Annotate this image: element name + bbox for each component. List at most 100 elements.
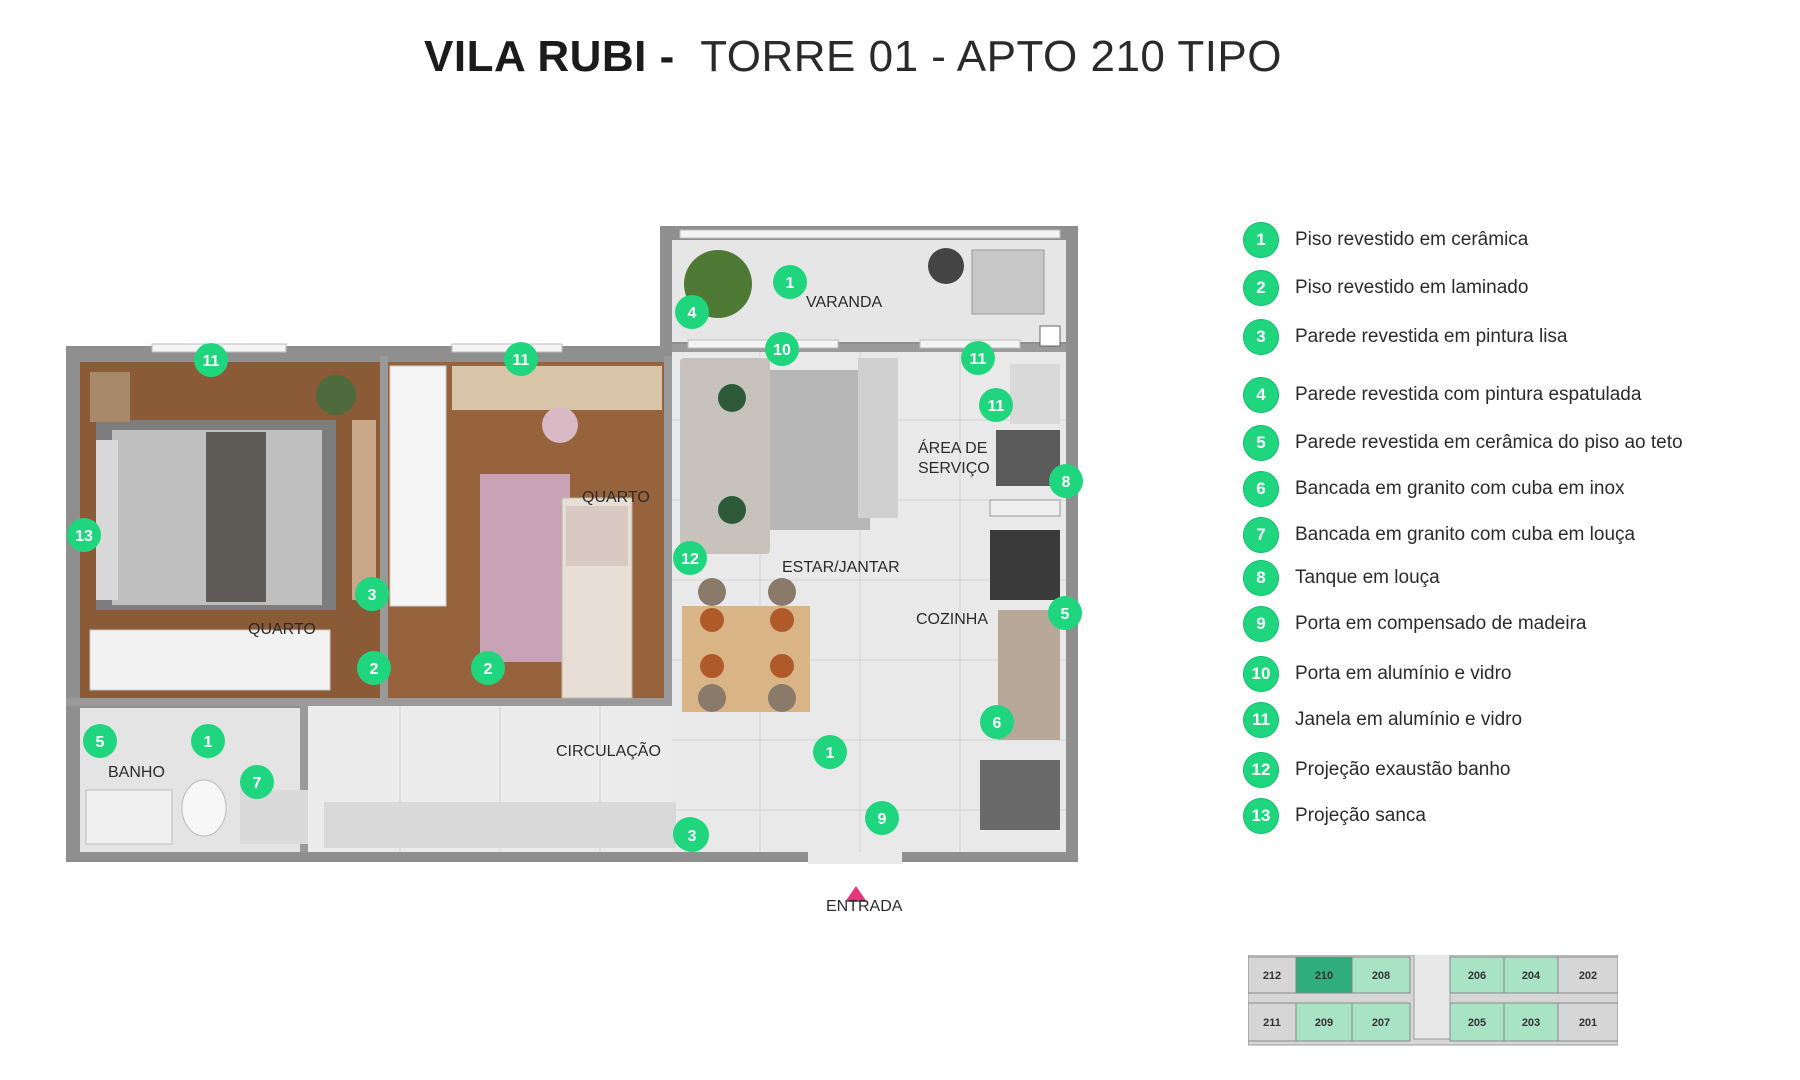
legend-text: Porta em compensado de madeira xyxy=(1295,613,1587,634)
plan-marker-number: 1 xyxy=(826,745,835,762)
plan-marker-11: 11 xyxy=(194,343,228,377)
label-quarto-left: QUARTO xyxy=(248,621,316,638)
plan-marker-number: 11 xyxy=(988,398,1005,415)
key-unit-label: 208 xyxy=(1372,970,1390,982)
key-unit-label: 209 xyxy=(1315,1017,1333,1029)
legend-text: Parede revestida em cerâmica do piso ao … xyxy=(1295,432,1683,453)
key-unit-202: 202 xyxy=(1557,956,1618,994)
plan-marker-number: 7 xyxy=(253,775,262,792)
key-unit-label: 205 xyxy=(1468,1017,1486,1029)
plan-marker-number: 11 xyxy=(203,353,220,370)
key-unit-label: 203 xyxy=(1522,1017,1540,1029)
entrance-door xyxy=(808,852,902,864)
key-unit-label: 207 xyxy=(1372,1017,1390,1029)
legend-text: Bancada em granito com cuba em inox xyxy=(1295,478,1625,499)
plan-marker-11: 11 xyxy=(979,388,1013,422)
key-unit-210: 210 xyxy=(1295,956,1353,994)
plan-marker-5: 5 xyxy=(1048,596,1082,630)
title-bold: VILA RUBI - xyxy=(424,32,675,81)
plan-marker-11: 11 xyxy=(504,342,538,376)
plan-marker-5: 5 xyxy=(83,724,117,758)
plan-marker-number: 11 xyxy=(513,352,530,369)
label-entrada: ENTRADA xyxy=(826,898,903,915)
key-unit-label: 211 xyxy=(1263,1017,1281,1029)
key-unit-211: 211 xyxy=(1248,1002,1297,1042)
key-unit-205: 205 xyxy=(1449,1002,1505,1042)
plan-marker-7: 7 xyxy=(240,765,274,799)
label-circulacao: CIRCULAÇÃO xyxy=(556,740,661,760)
plan-marker-11: 11 xyxy=(961,341,995,375)
plan-marker-12: 12 xyxy=(673,541,707,575)
key-unit-label: 202 xyxy=(1579,970,1597,982)
legend-text: Tanque em louça xyxy=(1295,567,1440,588)
plan-marker-number: 11 xyxy=(970,351,987,368)
legend-badge: 8 xyxy=(1243,560,1279,596)
plan-marker-number: 2 xyxy=(484,661,493,678)
plan-marker-1: 1 xyxy=(813,735,847,769)
key-unit-208: 208 xyxy=(1351,956,1411,994)
legend-text: Parede revestida com pintura espatulada xyxy=(1295,384,1642,405)
key-unit-207: 207 xyxy=(1351,1002,1411,1042)
plan-marker-1: 1 xyxy=(191,724,225,758)
legend-badge: 6 xyxy=(1243,471,1279,507)
legend-item: 6 Bancada em granito com cuba em inox xyxy=(1243,471,1625,507)
legend-text: Projeção exaustão banho xyxy=(1295,759,1511,780)
label-estar-jantar: ESTAR/JANTAR xyxy=(782,559,900,576)
plan-marker-number: 6 xyxy=(993,715,1002,732)
legend-item: 11 Janela em alumínio e vidro xyxy=(1243,702,1522,738)
legend-badge: 5 xyxy=(1243,425,1279,461)
right-bedroom-furniture xyxy=(389,365,662,699)
key-unit-label: 204 xyxy=(1522,970,1541,982)
label-varanda: VARANDA xyxy=(806,294,882,311)
legend-badge: 13 xyxy=(1243,798,1279,834)
label-area-servico-2: SERVIÇO xyxy=(918,460,990,477)
plan-marker-2: 2 xyxy=(357,651,391,685)
kitchen-furniture xyxy=(980,364,1061,830)
plan-marker-number: 3 xyxy=(688,828,697,845)
plan-marker-number: 1 xyxy=(786,275,795,292)
key-core xyxy=(1413,955,1451,1040)
living-furniture xyxy=(680,358,898,712)
label-banho: BANHO xyxy=(108,764,165,781)
key-unit-209: 209 xyxy=(1295,1002,1353,1042)
label-cozinha: COZINHA xyxy=(916,611,988,628)
plan-markers: 14101111111181312332255611793 xyxy=(67,265,1083,852)
legend-item: 8 Tanque em louça xyxy=(1243,560,1440,596)
legend-badge: 9 xyxy=(1243,606,1279,642)
plan-marker-number: 3 xyxy=(368,587,377,604)
title-rest: TORRE 01 - APTO 210 TIPO xyxy=(700,32,1282,81)
key-unit-label: 212 xyxy=(1263,970,1281,982)
plan-marker-1: 1 xyxy=(773,265,807,299)
plan-marker-6: 6 xyxy=(980,705,1014,739)
legend-badge: 1 xyxy=(1243,222,1279,258)
plan-marker-number: 5 xyxy=(96,734,105,751)
plan-marker-13: 13 xyxy=(67,518,101,552)
legend-badge: 11 xyxy=(1243,702,1279,738)
bath-furniture xyxy=(85,779,676,848)
entrance-arrow xyxy=(845,886,867,902)
key-unit-206: 206 xyxy=(1449,956,1505,994)
legend-text: Bancada em granito com cuba em louça xyxy=(1295,524,1636,545)
legend-text: Parede revestida em pintura lisa xyxy=(1295,326,1568,347)
plan-marker-number: 4 xyxy=(688,305,697,322)
legend-item: 1 Piso revestido em cerâmica xyxy=(1243,222,1528,258)
legend-text: Piso revestido em cerâmica xyxy=(1295,229,1529,250)
plan-marker-number: 9 xyxy=(878,811,887,828)
plan-marker-number: 8 xyxy=(1062,474,1071,491)
plan-marker-3: 3 xyxy=(675,818,709,852)
plan-marker-4: 4 xyxy=(675,295,709,329)
legend-text: Piso revestido em laminado xyxy=(1295,277,1529,298)
key-unit-label: 210 xyxy=(1315,970,1333,982)
legend-text: Janela em alumínio e vidro xyxy=(1295,709,1523,730)
legend-item: 7 Bancada em granito com cuba em louça xyxy=(1243,517,1635,553)
label-quarto-right: QUARTO xyxy=(582,489,650,506)
legend-badge: 7 xyxy=(1243,517,1279,553)
plan-marker-number: 5 xyxy=(1061,606,1070,623)
